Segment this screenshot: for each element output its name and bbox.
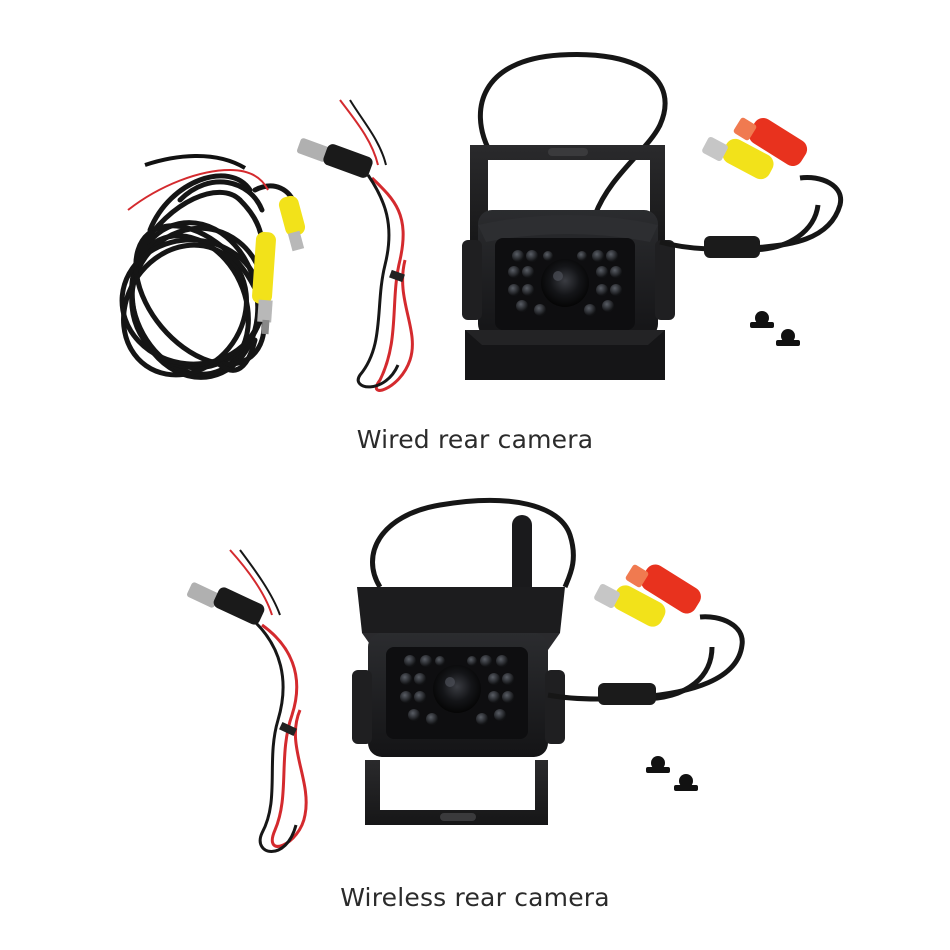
camera-lens: [433, 665, 481, 713]
coiled-extension-cable: [119, 173, 298, 380]
ir-led-array: [508, 250, 622, 316]
screws: [646, 756, 698, 791]
wired-camera: [462, 145, 675, 380]
power-cable: [187, 549, 308, 853]
wireless-camera: [352, 587, 565, 825]
ir-led-array: [400, 655, 514, 725]
power-cable: [297, 99, 414, 392]
wireless-rca-connectors: [547, 564, 745, 705]
camera-top-cable: [477, 51, 668, 216]
rca-plug-yellow-1: [252, 231, 276, 335]
wireless-camera-panel: Wireless rear camera: [0, 475, 950, 950]
wired-rca-connectors: [659, 117, 844, 258]
wired-caption: Wired rear camera: [356, 425, 594, 454]
screws: [750, 311, 800, 346]
coil-red-wire: [127, 168, 269, 211]
wired-camera-photo: [119, 51, 844, 392]
camera-top-cable: [370, 497, 576, 589]
wired-camera-panel: Wired rear camera: [119, 51, 844, 454]
camera-lens: [541, 259, 589, 307]
wireless-caption: Wireless rear camera: [340, 883, 610, 912]
rca-plug-yellow-2: [278, 195, 306, 252]
wireless-camera-photo: [187, 497, 745, 853]
